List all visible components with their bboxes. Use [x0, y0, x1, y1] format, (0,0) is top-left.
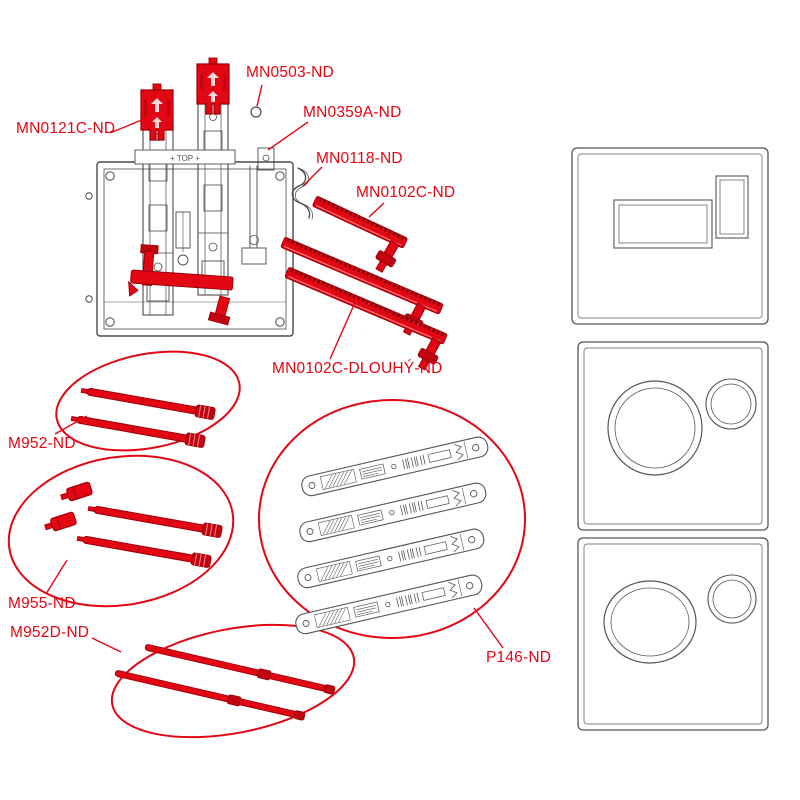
small-round-button: [705, 378, 757, 430]
ellipse-m952: [55, 350, 241, 452]
leader-lines: [45, 84, 504, 653]
big-rect-button: [613, 199, 713, 249]
frame-top-marking: + TOP +: [170, 154, 200, 163]
ellipse-m955: [7, 454, 235, 608]
part-label-mn0102c: MN0102C-ND: [356, 184, 456, 201]
clip-hole: [250, 106, 262, 118]
flush-plates: [571, 147, 769, 731]
part-label-mn0359a: MN0359A-ND: [303, 104, 402, 121]
small-oval-button: [707, 574, 757, 624]
group-ellipses: [7, 350, 526, 739]
valve-bracket: [257, 147, 275, 171]
part-label-p146: P146-ND: [486, 649, 552, 666]
rods-m952: [69, 383, 216, 449]
part-label-mn0121c: MN0121C-ND: [16, 120, 116, 137]
part-label-m952d: M952D-ND: [10, 624, 90, 641]
big-oval-button: [603, 580, 697, 664]
flush-plate-rect-buttons: [571, 147, 769, 325]
part-label-m952: M952-ND: [8, 435, 76, 452]
flush-plate-round-buttons: [577, 341, 769, 531]
ellipse-m952d: [110, 623, 356, 739]
rods-m955: [42, 481, 223, 569]
part-label-mn0503: MN0503-ND: [246, 64, 334, 81]
actuator-bar: [128, 244, 234, 297]
spring-clip-mn0118: [291, 167, 313, 220]
rods-m952d: [113, 642, 336, 722]
strips-p146: [293, 434, 491, 637]
pushrod-short-mn0102c: [310, 194, 410, 276]
ellipse-p146: [258, 399, 526, 639]
small-rect-button: [715, 175, 749, 239]
part-label-mn0118: MN0118-ND: [316, 150, 403, 167]
part-label-mn0102c-dlouhy: MN0102C-DLOUHÝ-ND: [272, 360, 443, 377]
lever-piece: [207, 295, 231, 326]
pushrod-long-2: [283, 265, 449, 374]
big-round-button: [607, 380, 703, 476]
mounting-frame: + TOP +: [85, 94, 313, 337]
part-label-m955: M955-ND: [8, 595, 76, 612]
flush-plate-oval-buttons: [577, 537, 769, 731]
frame-rail-right: [197, 94, 229, 296]
